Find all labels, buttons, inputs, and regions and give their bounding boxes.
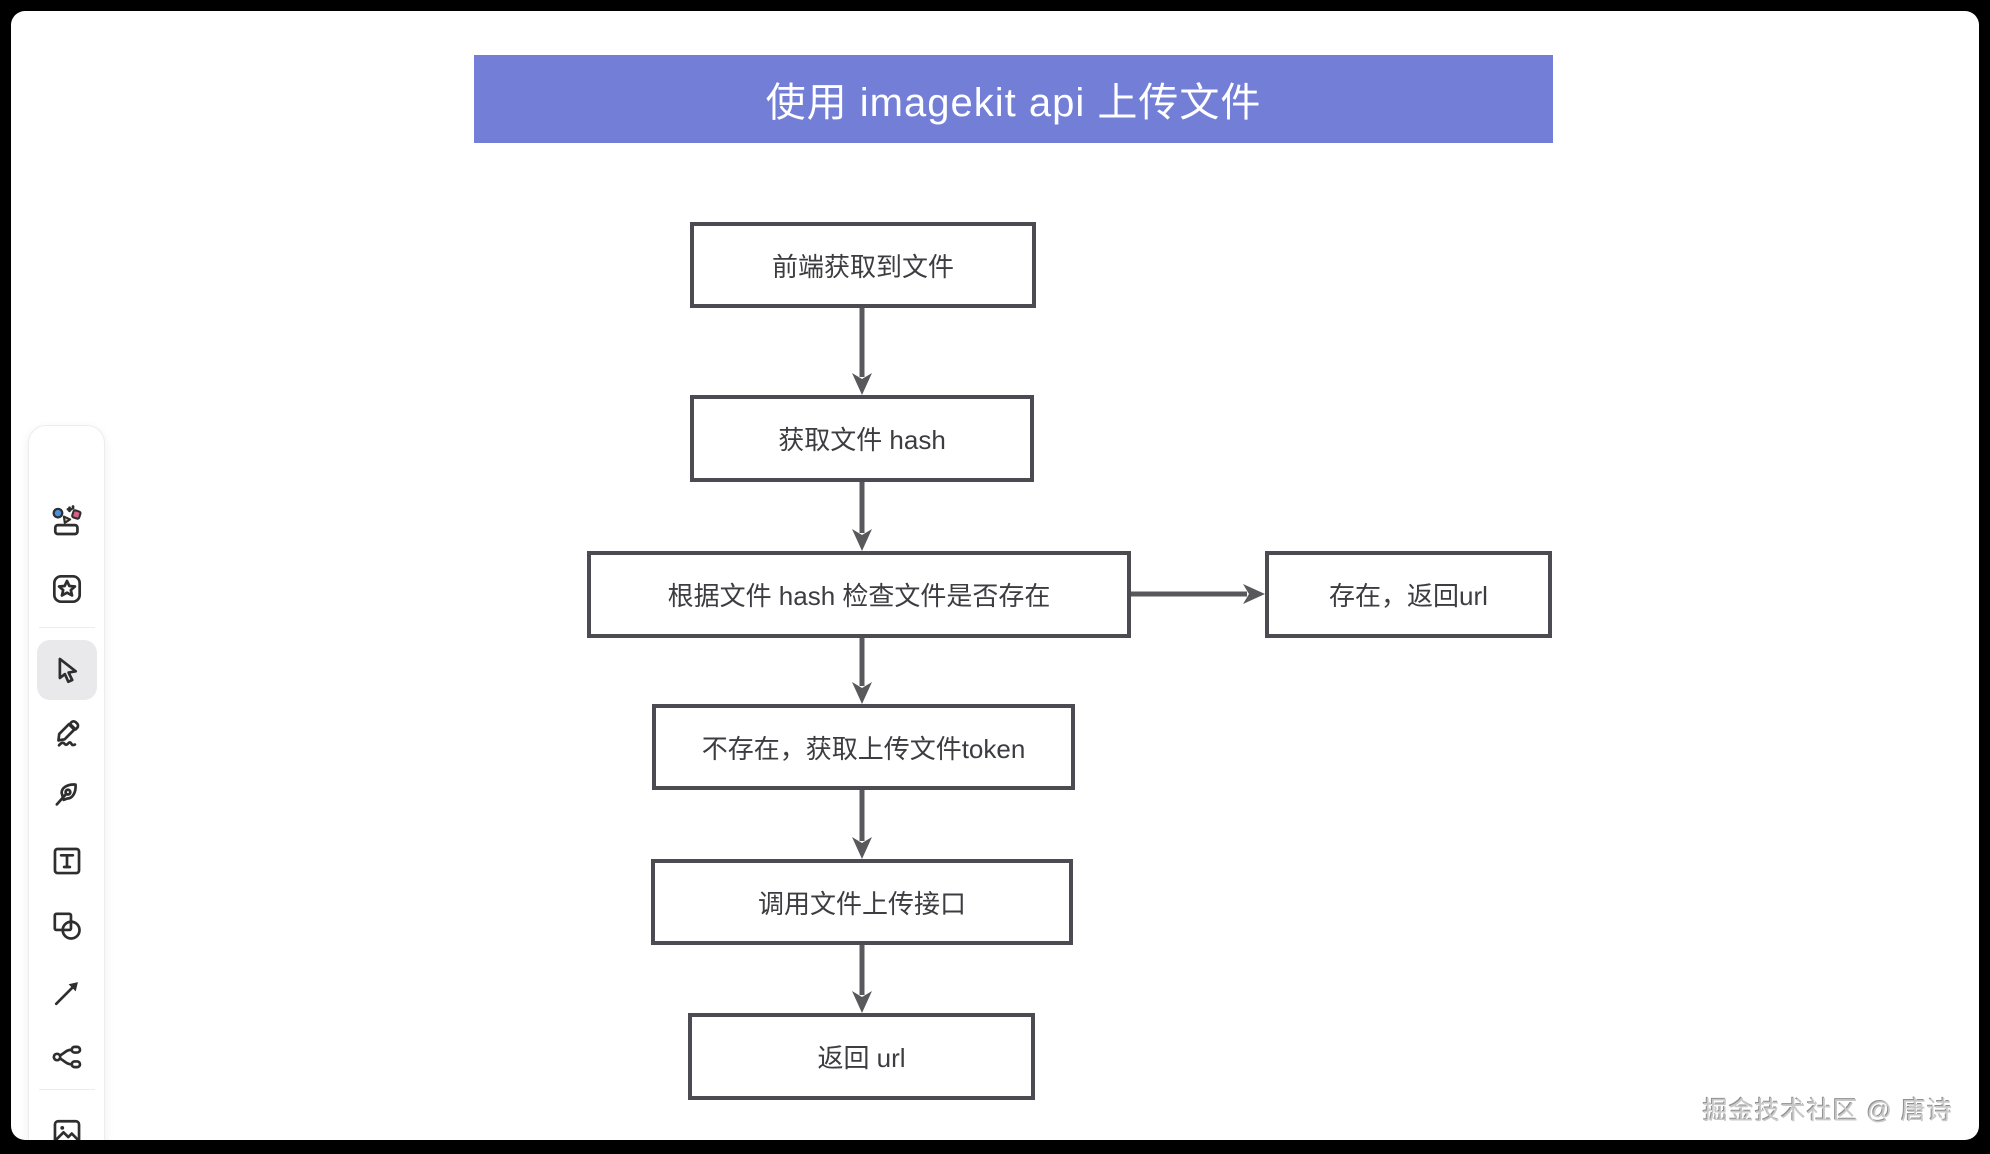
flow-node-check-file-exists[interactable]: 根据文件 hash 检查文件是否存在 [587, 551, 1131, 638]
flow-node-not-exists-get-token[interactable]: 不存在，获取上传文件token [652, 704, 1075, 790]
flow-node-call-upload-api[interactable]: 调用文件上传接口 [651, 859, 1073, 945]
magic-shapes-icon[interactable] [46, 500, 88, 542]
edge-n6-n7[interactable] [852, 945, 872, 1013]
edge-n2-n3[interactable] [852, 482, 872, 551]
pen-nib-icon[interactable] [46, 774, 88, 816]
star-template-icon[interactable] [46, 568, 88, 610]
pencil-draw-icon[interactable] [46, 714, 88, 756]
title-banner[interactable]: 使用 imagekit api 上传文件 [474, 55, 1553, 143]
edge-n1-n2[interactable] [852, 308, 872, 395]
drawing-canvas[interactable]: 使用 imagekit api 上传文件 [11, 11, 1979, 1140]
connector-icon[interactable] [46, 1036, 88, 1078]
flow-edges [852, 308, 1265, 1013]
select-cursor-icon [58, 657, 77, 684]
toolbar-divider [38, 627, 95, 628]
shapes-icon[interactable] [46, 905, 88, 947]
text-icon[interactable] [46, 840, 88, 882]
flow-node-return-url[interactable]: 返回 url [688, 1013, 1035, 1100]
flow-node-frontend-get-file[interactable]: 前端获取到文件 [690, 222, 1036, 308]
edge-n3-n5[interactable] [852, 638, 872, 704]
flow-node-exists-return-url[interactable]: 存在，返回url [1265, 551, 1552, 638]
arrow-icon[interactable] [46, 972, 88, 1014]
image-icon[interactable] [46, 1111, 88, 1140]
edge-n5-n6[interactable] [852, 790, 872, 859]
edge-n3-n4[interactable] [1131, 584, 1265, 604]
flow-node-get-file-hash[interactable]: 获取文件 hash [690, 395, 1034, 482]
tool-palette [28, 425, 105, 1140]
select-cursor-tool[interactable] [36, 640, 97, 700]
watermark: 掘金技术社区 @ 唐诗 [1702, 1097, 1953, 1125]
toolbar-divider [38, 1089, 95, 1090]
